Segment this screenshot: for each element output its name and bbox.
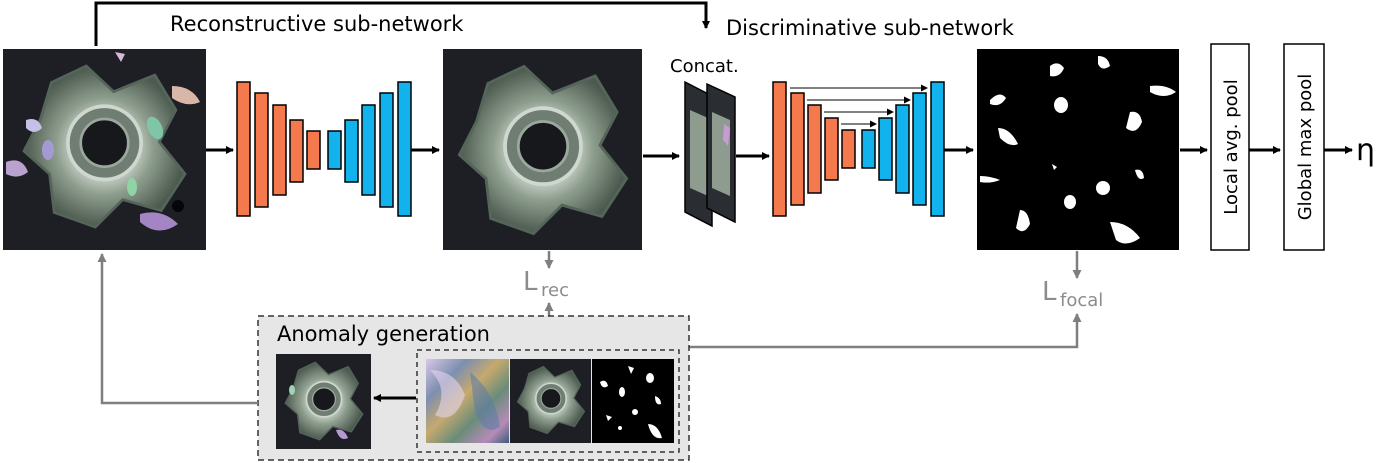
recon-encoder-layer-1 (236, 81, 251, 217)
reconstructive-title: Reconstructive sub-network (170, 12, 464, 36)
global-max-pool-block: Global max pool (1283, 43, 1325, 251)
recon-encoder-layer-5 (306, 130, 321, 170)
anomaly-free-image (510, 359, 591, 443)
arrow-anomaly-gen-to-input (97, 253, 258, 405)
output-score-symbol: η (1356, 133, 1375, 168)
local-avg-pool-label: Local avg. pool (1221, 79, 1242, 214)
reconstructive-network (236, 81, 412, 217)
predicted-mask-image (977, 49, 1179, 250)
arrow-gt-mask-to-loss-focal (632, 313, 1082, 360)
anomaly-generation-panel: Anomaly generation (257, 315, 690, 461)
disc-encoder-layer-4 (824, 117, 839, 181)
loss-rec-symbol: L (523, 267, 538, 297)
disc-encoder-layer-5 (841, 129, 856, 169)
discriminative-title: Discriminative sub-network (726, 16, 1015, 40)
loss-focal: L focal (1042, 277, 1103, 311)
disc-encoder-layer-3 (807, 104, 822, 194)
simulated-anomaly-image (276, 354, 371, 449)
recon-decoder-layer-4 (379, 92, 394, 208)
concat-label: Concat. (670, 56, 739, 77)
global-max-pool-label: Global max pool (1295, 74, 1316, 221)
skip-to-concat-arrow (94, 1, 710, 46)
loss-rec-subscript: rec (541, 280, 569, 301)
loss-rec: L rec (523, 267, 569, 301)
local-avg-pool-block: Local avg. pool (1210, 43, 1250, 251)
disc-decoder-layer-4 (912, 92, 927, 206)
recon-encoder-layer-4 (289, 119, 304, 183)
input-image (3, 49, 206, 250)
anomaly-inputs-group (416, 349, 680, 453)
disc-encoder-layer-2 (790, 92, 805, 206)
recon-decoder-layer-1 (327, 130, 342, 170)
disc-encoder-layer-1 (772, 81, 787, 217)
disc-decoder-layer-3 (895, 104, 910, 194)
disc-decoder-layer-2 (878, 117, 893, 181)
anomaly-texture-image (426, 359, 509, 443)
reconstructed-image (443, 49, 642, 250)
concat-stack (684, 80, 736, 228)
disc-decoder-layer-5 (930, 81, 945, 217)
recon-decoder-layer-3 (361, 104, 376, 196)
disc-decoder-layer-1 (861, 129, 876, 169)
recon-decoder-layer-5 (397, 81, 412, 217)
recon-encoder-layer-2 (254, 92, 269, 208)
recon-decoder-layer-2 (344, 119, 359, 183)
loss-focal-symbol: L (1042, 277, 1057, 307)
discriminative-network (772, 81, 945, 217)
recon-encoder-layer-3 (272, 104, 287, 196)
anomaly-generation-title: Anomaly generation (277, 322, 490, 346)
loss-focal-subscript: focal (1060, 290, 1103, 311)
anomaly-mask-image (592, 359, 674, 443)
